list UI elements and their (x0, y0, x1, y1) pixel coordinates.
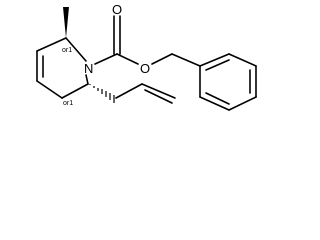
bond-oester-ch2 (151, 53, 173, 65)
bond-c2-c3 (36, 37, 67, 52)
ester-oxygen-label: O (140, 61, 150, 76)
bond-c4-c5 (36, 80, 63, 99)
bond-ch-ch2 (141, 83, 176, 99)
bond-ch2-phenyl (171, 53, 201, 67)
bond-c5-c6 (61, 83, 89, 99)
benzene-ring (199, 53, 257, 111)
carbamate-group (94, 15, 201, 67)
carbonyl-oxygen-label: O (112, 2, 122, 17)
stereo-label-upper: or1 (62, 47, 72, 54)
bond-n-carbonyl (94, 53, 118, 65)
piperidine-ring (36, 37, 89, 99)
bond-n-c2 (65, 37, 87, 62)
bond-ch2-ch (115, 83, 143, 99)
stereo-label-lower: or1 (63, 100, 73, 107)
hashed-wedge-bond-allyl (89, 84, 115, 103)
aromatic-double-1 (205, 59, 230, 71)
aromatic-double-3 (205, 92, 230, 105)
bond-ch-ch2-double (144, 89, 173, 104)
allyl-chain (115, 83, 176, 104)
chemical-structure: N O O or1 or1 (36, 2, 257, 111)
nitrogen-label: N (84, 61, 93, 76)
wedge-bond-methyl (63, 7, 69, 38)
bond-c6-n (85, 74, 89, 85)
bond-carbonyl-oester (116, 53, 139, 65)
